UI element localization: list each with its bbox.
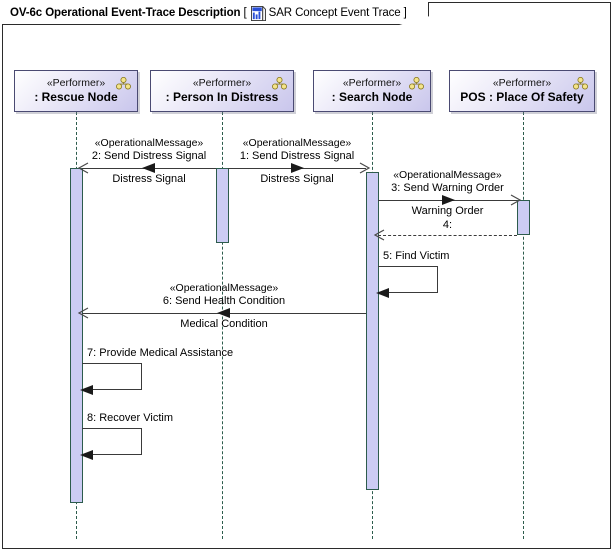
msg-2-send-distress-signal-payload: Distress Signal (112, 173, 186, 185)
lifeline-head-place-of-safety[interactable]: «Performer»POS : Place Of Safety (449, 70, 595, 112)
performer-icon (573, 77, 588, 90)
msg-4-return-arrowhead (373, 229, 385, 241)
lifeline-stereotype: «Performer» (342, 77, 402, 90)
msg-2-send-distress-signal-direction-marker (142, 163, 155, 173)
lifeline-stereotype: «Performer» (192, 77, 252, 90)
lifeline-stereotype: «Performer» (46, 77, 106, 90)
lifeline-name: : Person In Distress (165, 90, 279, 105)
msg-1-send-distress-signal-payload: Distress Signal (260, 173, 334, 185)
msg-3-send-warning-order-direction-marker (441, 195, 455, 205)
performer-icon (116, 77, 131, 90)
diagram-frame-header[interactable]: OV-6c Operational Event-Trace Descriptio… (2, 2, 429, 25)
lifeline-head-search-node[interactable]: «Performer»: Search Node (313, 70, 431, 112)
message-number-label: 6: Send Health Condition (162, 295, 286, 307)
bracket-open: [ (243, 7, 247, 19)
message-stereotype: «OperationalMessage» (393, 169, 502, 181)
msg-3-send-warning-order-label: «OperationalMessage»3: Send Warning Orde… (318, 169, 578, 195)
page-title: OV-6c Operational Event-Trace Descriptio… (10, 7, 241, 19)
message-stereotype: «OperationalMessage» (242, 137, 352, 149)
act-rescue-node[interactable] (70, 168, 83, 503)
msg-6-send-health-condition-arrowhead (77, 307, 89, 319)
msg-8-recover-victim-arrowhead (80, 450, 93, 460)
act-place-of-safety[interactable] (517, 200, 530, 235)
msg-1-send-distress-signal-direction-marker (291, 163, 304, 173)
msg-7-provide-medical-assistance-label: 7: Provide Medical Assistance (87, 347, 234, 359)
msg-1-send-distress-signal-label: «OperationalMessage»1: Send Distress Sig… (167, 137, 427, 163)
msg-8-recover-victim[interactable] (82, 428, 142, 455)
lifeline-head-rescue-node[interactable]: «Performer»: Rescue Node (14, 70, 138, 112)
msg-4-return[interactable] (378, 235, 517, 236)
msg-6-send-health-condition-label: «OperationalMessage»6: Send Health Condi… (94, 282, 354, 308)
message-stereotype: «OperationalMessage» (94, 137, 204, 149)
performer-icon (409, 77, 424, 90)
act-search-node[interactable] (366, 172, 379, 490)
message-number-label: 1: Send Distress Signal (239, 150, 355, 162)
event-trace-diagram-icon (250, 5, 266, 21)
message-stereotype: «OperationalMessage» (169, 282, 279, 294)
act-person-in-distress[interactable] (216, 168, 229, 243)
lifeline-place-of-safety (523, 112, 524, 539)
message-number-label: 2: Send Distress Signal (91, 150, 207, 162)
message-number-label: 3: Send Warning Order (391, 182, 504, 194)
msg-5-find-victim-arrowhead (376, 288, 389, 298)
lifeline-name: : Rescue Node (34, 90, 118, 105)
msg-3-send-warning-order-arrowhead (510, 194, 522, 206)
msg-7-provide-medical-assistance[interactable] (82, 363, 142, 390)
msg-2-send-distress-signal-label: «OperationalMessage»2: Send Distress Sig… (19, 137, 279, 163)
msg-3-send-warning-order-payload: Warning Order (411, 205, 484, 217)
message-number-label: 4: (442, 219, 453, 231)
msg-4-return-label: 4: (318, 219, 578, 232)
bracket-close: ] (403, 7, 407, 19)
msg-5-find-victim-label: 5: Find Victim (383, 250, 450, 262)
msg-1-send-distress-signal-arrowhead (359, 162, 371, 174)
performer-icon (272, 77, 287, 90)
lifeline-head-person-in-distress[interactable]: «Performer»: Person In Distress (150, 70, 294, 112)
msg-6-send-health-condition-direction-marker (217, 308, 230, 318)
msg-5-find-victim[interactable] (378, 266, 438, 293)
lifeline-name: : Search Node (331, 90, 413, 105)
msg-6-send-health-condition-payload: Medical Condition (180, 318, 268, 330)
diagram-name: SAR Concept Event Trace (268, 7, 401, 19)
lifeline-name: POS : Place Of Safety (460, 90, 584, 105)
lifeline-stereotype: «Performer» (492, 77, 552, 90)
msg-2-send-distress-signal-arrowhead (77, 162, 89, 174)
lifeline-person-in-distress (222, 112, 223, 539)
msg-7-provide-medical-assistance-arrowhead (80, 385, 93, 395)
msg-8-recover-victim-label: 8: Recover Victim (87, 412, 173, 424)
